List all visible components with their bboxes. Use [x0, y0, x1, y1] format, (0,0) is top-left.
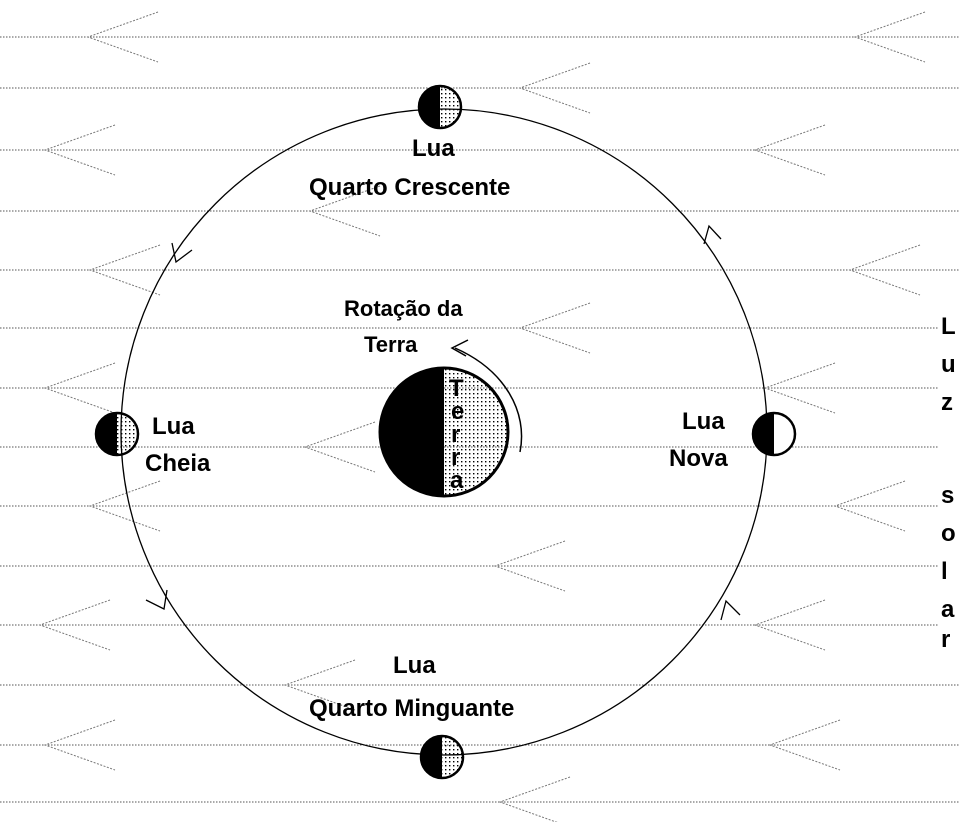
earth-rotation-arrow: [450, 339, 523, 453]
ray-arrowhead: [518, 302, 591, 354]
sunlight-label-letter: z: [941, 389, 953, 416]
ray-arrowhead: [833, 480, 906, 532]
earth-label: T e r r a: [449, 375, 464, 494]
label-cheia-lua: Lua: [152, 413, 195, 440]
ray-arrowhead: [43, 124, 116, 176]
earth-label-letter: a: [450, 467, 464, 494]
ray-arrowhead: [763, 362, 836, 414]
orbit-arrow-lower-right: [720, 599, 741, 621]
sunlight-label-letter: u: [941, 351, 956, 378]
orbit-arrow-lower-left: [145, 589, 168, 610]
earth-label-letter: e: [451, 398, 464, 425]
ray-arrowhead: [88, 244, 161, 296]
sunlight-label-letter: r: [941, 626, 950, 653]
ray-arrowhead: [43, 362, 116, 414]
ray-arrowhead: [848, 244, 921, 296]
ray-arrowhead: [43, 719, 116, 771]
ray-arrowhead: [283, 659, 356, 711]
label-quarto-minguante-lua: Lua: [393, 652, 436, 679]
sunlight-label: L u z s o l a r: [938, 305, 960, 653]
sunlight-label-letter: L: [941, 313, 956, 340]
sunlight-label-letter: s: [941, 482, 954, 509]
sunlight-label-letter: o: [941, 520, 956, 547]
earth-label-letter: r: [451, 444, 460, 471]
label-nova-name: Nova: [669, 445, 728, 472]
label-quarto-minguante-name: Quarto Minguante: [309, 695, 514, 722]
moon-quarto-minguante: [419, 734, 465, 780]
moon-cheia: [94, 411, 140, 457]
moon-nova: [751, 411, 797, 457]
ray-arrowhead: [753, 599, 826, 651]
orbit-direction-arrows: [145, 224, 741, 621]
ray-arrowhead: [768, 719, 841, 771]
label-quarto-crescente-name: Quarto Crescente: [309, 174, 510, 201]
ray-arrowhead: [308, 185, 381, 237]
ray-arrowhead: [753, 124, 826, 176]
sunlight-label-letter: a: [941, 596, 955, 623]
ray-arrowhead: [493, 540, 566, 592]
label-cheia-name: Cheia: [145, 450, 211, 477]
orbit-arrow-upper-right: [703, 224, 722, 245]
ray-arrowhead: [86, 11, 159, 63]
moon-quarto-crescente: [417, 84, 463, 130]
earth: [378, 366, 510, 498]
earth-label-letter: r: [451, 421, 460, 448]
ray-arrowhead: [518, 62, 591, 114]
ray-arrowheads: [38, 11, 926, 827]
ray-arrowhead: [498, 776, 571, 827]
orbit-arrow-upper-left: [171, 242, 193, 264]
ray-arrowhead: [38, 599, 111, 651]
ray-arrowhead: [303, 421, 376, 473]
label-quarto-crescente-lua: Lua: [412, 135, 455, 162]
ray-arrowhead: [88, 480, 161, 532]
label-rotacao-terra: Terra: [364, 332, 418, 357]
label-nova-lua: Lua: [682, 408, 725, 435]
sunlight-label-letter: l: [941, 558, 948, 585]
earth-label-letter: T: [449, 375, 464, 402]
label-rotacao: Rotação da: [344, 296, 463, 321]
ray-arrowhead: [853, 11, 926, 63]
